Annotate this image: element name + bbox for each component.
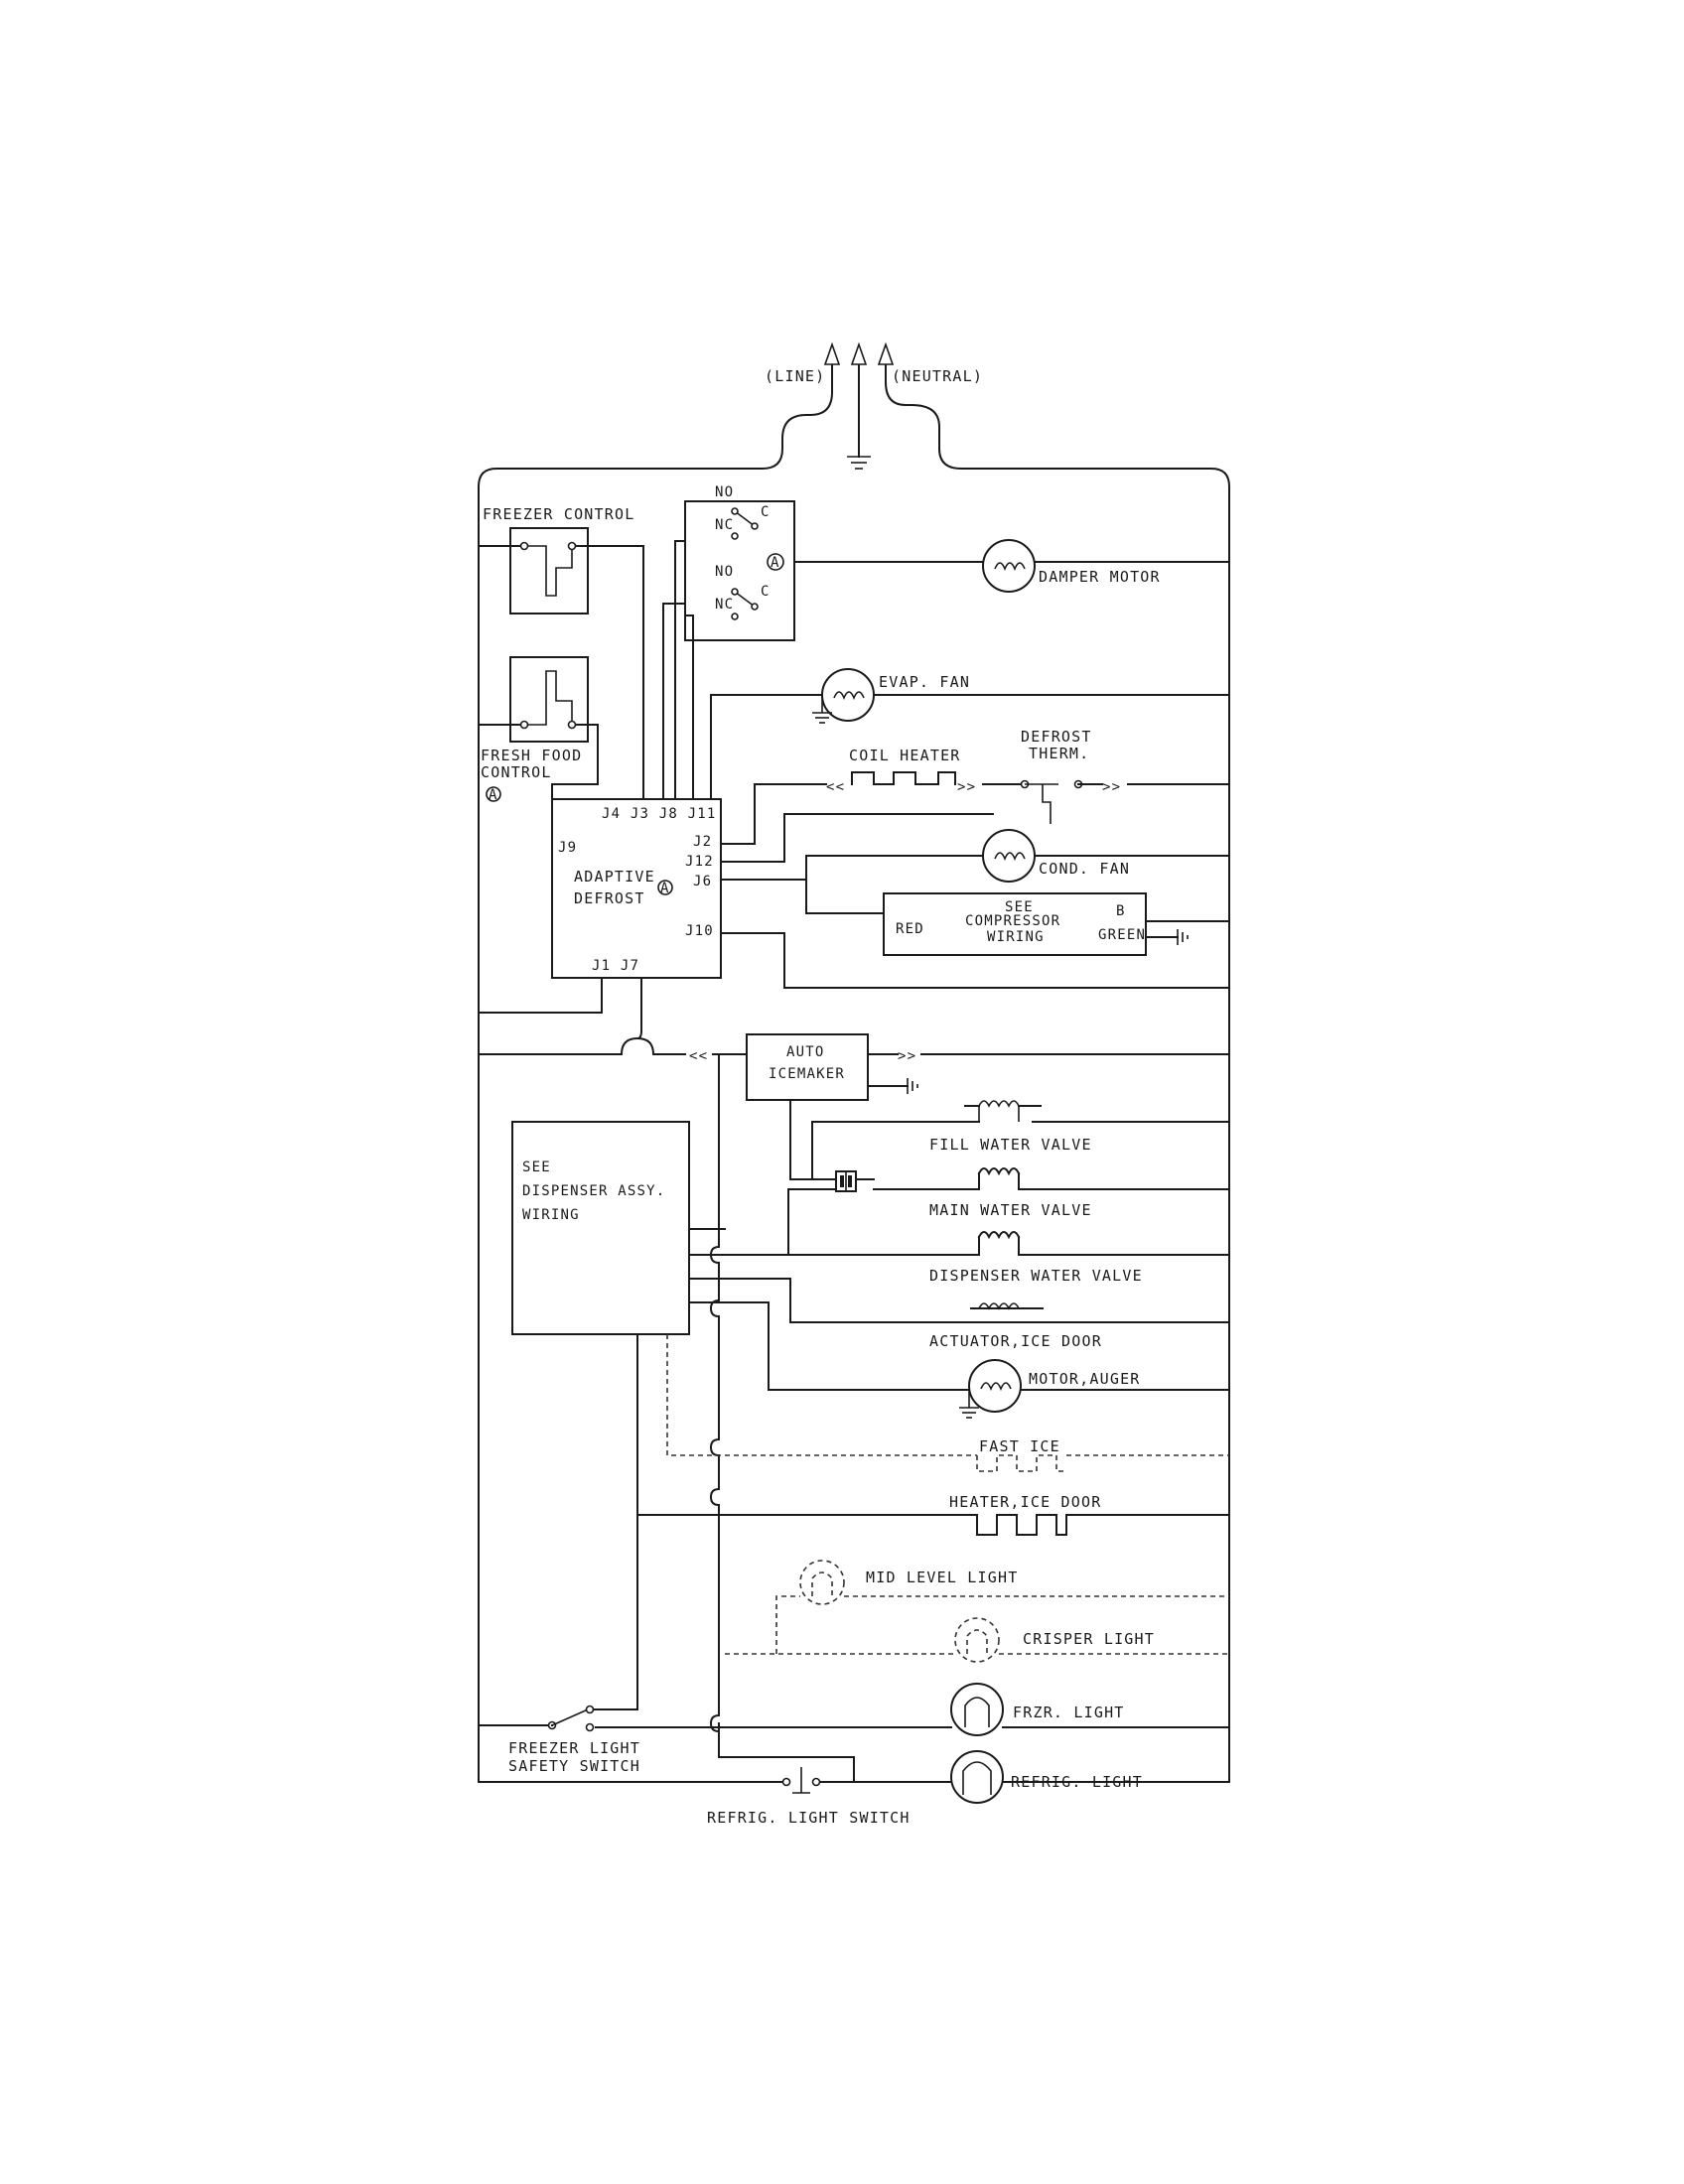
dispenser-label-1: SEE <box>522 1160 551 1175</box>
coil-heater-label: COIL HEATER <box>849 747 961 764</box>
refrig-light: REFRIG. LIGHT <box>825 1750 1230 1804</box>
coil-heater-connector-right: >> <box>957 779 976 795</box>
compressor-label-3: WIRING <box>987 929 1045 945</box>
icemaker-label-1: AUTO <box>786 1044 825 1060</box>
board-control-wiring <box>478 540 694 1014</box>
coil-heater-connector-left: << <box>826 779 845 795</box>
damper-relay: NO NC C NO NC C A <box>684 484 984 641</box>
heater-ice-door-label: HEATER,ICE DOOR <box>949 1493 1101 1511</box>
fresh-food-control-label-2: CONTROL <box>481 763 552 781</box>
freezer-control: FREEZER CONTROL <box>478 505 644 614</box>
defrost-pin-j9: J9 <box>558 840 577 856</box>
adaptive-defrost-board: J4 J3 J8 J11 J9 J2 J12 J6 J10 ADAPTIVE D… <box>551 798 722 979</box>
compressor-wiring: SEE COMPRESSOR WIRING RED B GREEN <box>883 892 1230 956</box>
icemaker-connector-left: << <box>689 1048 708 1064</box>
freezer-light-label: FRZR. LIGHT <box>1013 1704 1125 1721</box>
icemaker-connector-right: >> <box>898 1048 916 1064</box>
main-water-valve-label: MAIN WATER VALVE <box>929 1201 1092 1219</box>
refrig-light-switch-label: REFRIG. LIGHT SWITCH <box>707 1809 911 1827</box>
defrost-therm-connector: >> <box>1102 779 1121 795</box>
damper-motor-label: DAMPER MOTOR <box>1039 568 1161 586</box>
evap-fan-label: EVAP. FAN <box>879 673 970 691</box>
auto-icemaker: << AUTO ICEMAKER >> <box>478 1012 1230 1101</box>
compressor-green-label: GREEN <box>1098 927 1146 943</box>
relay-c-top: C <box>761 504 771 520</box>
fresh-food-note-marker: A <box>489 787 498 803</box>
defrost-therm: DEFROST THERM. >> <box>1020 728 1230 824</box>
freezer-light-switch-label-2: SAFETY SWITCH <box>508 1757 640 1775</box>
refrig-light-label: REFRIG. LIGHT <box>1011 1773 1143 1791</box>
compressor-label-2: COMPRESSOR <box>965 913 1060 929</box>
dispenser-label-3: WIRING <box>522 1207 580 1223</box>
motor-auger: MOTOR,AUGER <box>688 1301 1230 1419</box>
cond-fan: COND. FAN <box>720 813 1230 914</box>
relay-nc-top: NC <box>715 517 734 533</box>
fast-ice-label: FAST ICE <box>979 1437 1060 1455</box>
line-label: (LINE) <box>765 367 825 385</box>
freezer-control-label: FREEZER CONTROL <box>483 505 634 523</box>
mid-level-light-label: MID LEVEL LIGHT <box>866 1569 1018 1586</box>
main-water-valve: MAIN WATER VALVE <box>787 1167 1230 1256</box>
actuator-ice-door: ACTUATOR,ICE DOOR <box>688 1278 1230 1350</box>
defrost-pins-bottom: J1 J7 <box>592 958 639 974</box>
heater-ice-door: HEATER,ICE DOOR <box>636 1333 1230 1536</box>
relay-note-marker: A <box>771 555 780 571</box>
defrost-therm-label-2: THERM. <box>1029 745 1089 762</box>
motor-auger-label: MOTOR,AUGER <box>1029 1370 1141 1388</box>
actuator-ice-door-label: ACTUATOR,ICE DOOR <box>929 1332 1102 1350</box>
dispenser-feed-bus <box>709 1053 855 1783</box>
relay-no-top: NO <box>715 484 734 500</box>
defrost-title-1: ADAPTIVE <box>574 868 655 886</box>
relay-nc-bottom: NC <box>715 597 734 613</box>
fill-water-valve-label: FILL WATER VALVE <box>929 1136 1092 1154</box>
freezer-light-switch-label-1: FREEZER LIGHT <box>508 1739 640 1757</box>
crisper-light: CRISPER LIGHT <box>725 1617 1229 1663</box>
dispenser-water-valve: DISPENSER WATER VALVE <box>688 1231 1230 1285</box>
fresh-food-control: FRESH FOOD CONTROL A <box>478 656 599 843</box>
defrost-pin-j2: J2 <box>693 834 712 850</box>
crisper-light-label: CRISPER LIGHT <box>1023 1630 1155 1648</box>
relay-c-bottom: C <box>761 584 771 600</box>
defrost-note-marker: A <box>660 881 670 896</box>
defrost-pin-j12: J12 <box>685 854 714 870</box>
compressor-label-1: SEE <box>1005 899 1034 915</box>
evap-fan: EVAP. FAN <box>710 668 1230 855</box>
fast-ice: FAST ICE <box>666 1334 1229 1472</box>
icemaker-label-2: ICEMAKER <box>769 1066 845 1082</box>
defrost-pin-j6: J6 <box>693 874 712 889</box>
mid-level-light: MID LEVEL LIGHT <box>775 1560 1229 1654</box>
defrost-pins-top: J4 J3 J8 J11 <box>602 806 717 822</box>
defrost-title-2: DEFROST <box>574 889 645 907</box>
dispenser-assy: SEE DISPENSER ASSY. WIRING <box>511 1121 690 1335</box>
compressor-b-label: B <box>1116 903 1126 919</box>
dispenser-water-valve-label: DISPENSER WATER VALVE <box>929 1267 1143 1285</box>
freezer-light-safety-switch: FREEZER LIGHT SAFETY SWITCH <box>478 1333 640 1775</box>
fill-water-valve: FILL WATER VALVE <box>789 1099 1230 1180</box>
compressor-red-label: RED <box>896 921 924 937</box>
coil-heater: COIL HEATER << >> <box>720 747 1026 845</box>
cond-fan-label: COND. FAN <box>1039 860 1130 878</box>
relay-no-bottom: NO <box>715 564 734 580</box>
damper-motor: DAMPER MOTOR <box>982 539 1230 593</box>
dispenser-label-2: DISPENSER ASSY. <box>522 1183 665 1199</box>
left-bus-connections <box>478 1012 726 1726</box>
freezer-light: FRZR. LIGHT <box>595 1683 1230 1736</box>
defrost-therm-label-1: DEFROST <box>1021 728 1092 746</box>
neutral-label: (NEUTRAL) <box>892 367 983 385</box>
fresh-food-control-label-1: FRESH FOOD <box>481 747 582 764</box>
refrig-light-switch: REFRIG. LIGHT SWITCH <box>707 1767 911 1827</box>
defrost-pin-j10: J10 <box>685 923 714 939</box>
j10-wire <box>720 932 1230 989</box>
